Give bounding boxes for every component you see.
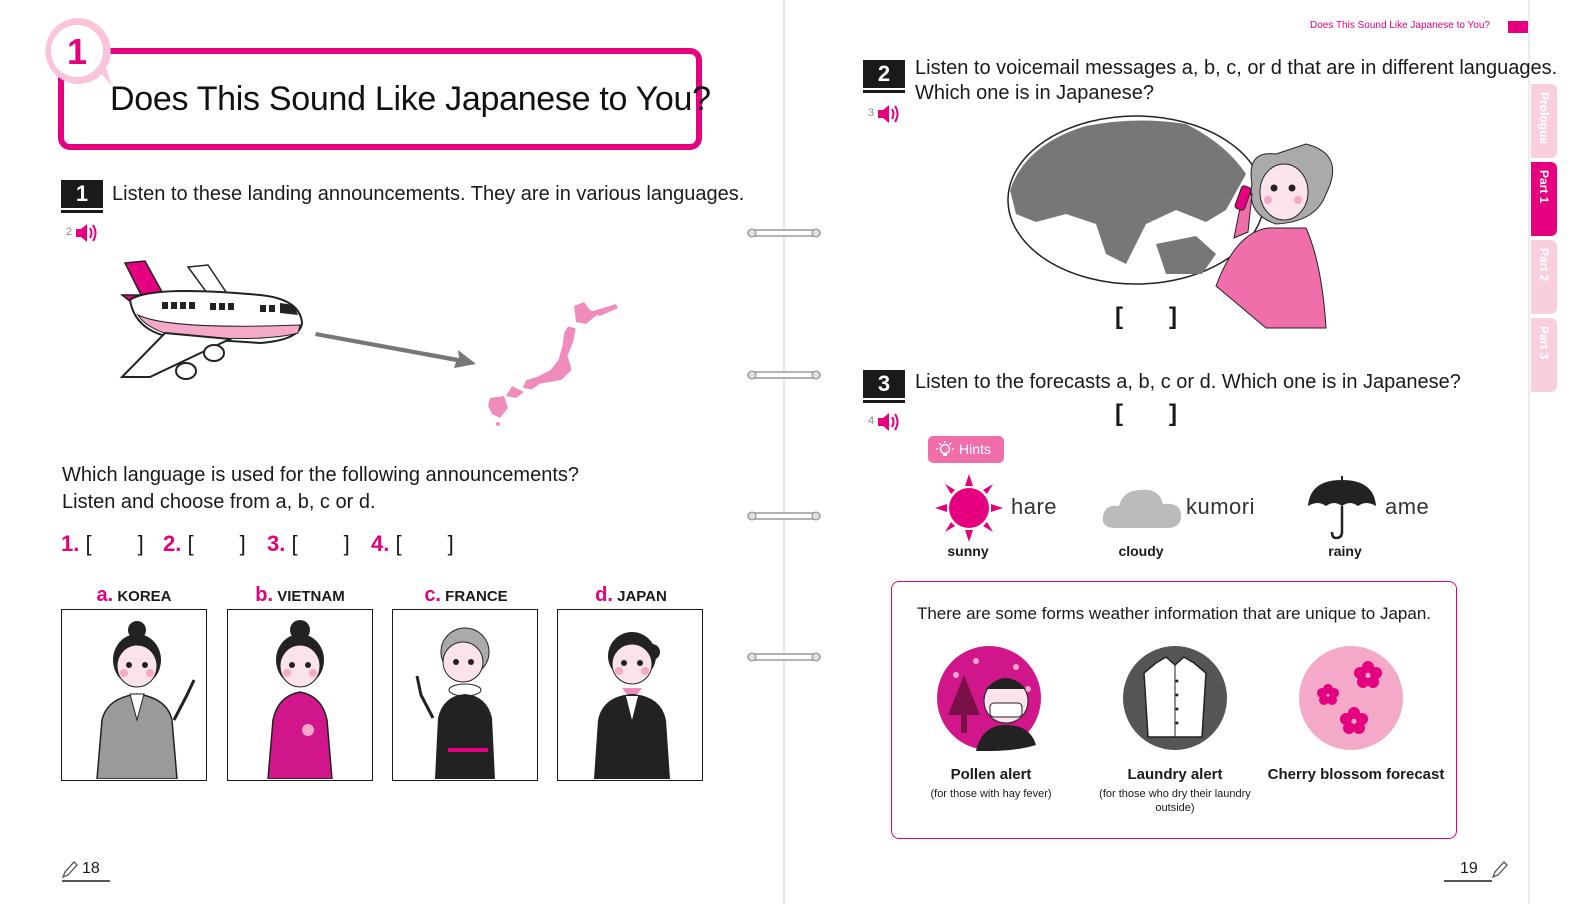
speaker-icon [878,105,899,123]
section-1-instruction: Listen to these landing announcements. T… [112,183,745,205]
hint-caption-rainy: rainy [1328,543,1362,559]
answer-2[interactable]: 2. [] [163,531,246,556]
cloud-icon [1102,489,1181,528]
option-a-korea-attendant[interactable] [61,609,207,781]
tab-part-3[interactable]: Part 3 [1531,318,1557,392]
laundry-alert-icon [1123,646,1227,750]
flight-attendant-icon [96,621,196,780]
section-2-badge: 2 [863,60,905,94]
page-edge [1528,0,1530,904]
woman-figure [1215,143,1334,329]
answer-4[interactable]: 4. [] [371,531,454,556]
pencil-icon [1491,861,1508,879]
cherry-blossom-icon [1299,646,1403,750]
answer-3[interactable]: 3. [] [267,531,350,556]
airplane-illustration [119,260,304,380]
speaker-icon [878,413,899,431]
answer-bracket-2[interactable]: [] [1115,303,1177,330]
section-1-badge: 1 [61,180,103,214]
chapter-number-badge: 1 [45,17,113,86]
hint-word-hare: hare [1011,494,1058,519]
option-d-japan-attendant[interactable] [557,609,703,781]
cherry-blossom-caption: Cherry blossom forecast [1267,766,1445,783]
page-gutter [783,0,785,904]
option-b-vietnam-attendant[interactable] [227,609,373,781]
chapter-title: Does This Sound Like Japanese to You? [110,80,711,118]
tab-prologue[interactable]: Prologue [1531,84,1557,158]
binder-ring [747,511,821,521]
answer-1[interactable]: 1. [] [61,531,144,556]
tab-part-1[interactable]: Part 1 [1531,162,1557,236]
tab-part-2[interactable]: Part 2 [1531,240,1557,314]
umbrella-icon [1308,476,1376,540]
section-2-instruction: Listen to voicemail messages a, b, c, or… [915,57,1558,104]
option-a-label: a. KOREA [96,584,172,606]
chapter-number: 1 [67,31,87,72]
laundry-alert-caption: Laundry alert(for those who dry their la… [1099,766,1251,814]
page-number-left: 18 [82,860,100,877]
pollen-alert-caption: Pollen alert(for those with hay fever) [930,766,1052,800]
running-head: Does This Sound Like Japanese to You? [1310,20,1490,31]
option-c-france-attendant[interactable] [392,609,538,781]
arrow-icon [315,332,476,368]
option-d-label: d. JAPAN [595,584,667,606]
running-head-mark [1508,21,1528,33]
speaker-icon [76,224,97,242]
question-text: Which language is used for the following… [62,464,579,513]
binder-ring [747,370,821,380]
japan-map [488,302,618,426]
hint-word-kumori: kumori [1186,494,1256,519]
binder-ring [747,652,821,662]
pollen-alert-icon [937,646,1041,751]
pencil-icon [61,861,78,879]
section-3-instruction: Listen to the forecasts a, b, c or d. Wh… [915,371,1461,393]
section-3-badge: 3 [863,370,905,404]
chapter-title-box [58,48,702,150]
hint-word-ame: ame [1385,494,1430,519]
option-c-label: c. FRANCE [424,584,508,606]
binder-ring [747,228,821,238]
info-box-title: There are some forms weather information… [916,604,1432,623]
answer-bracket-3[interactable]: [] [1115,400,1177,427]
globe-phone-illustration [1007,115,1334,329]
hint-caption-sunny: sunny [947,543,989,559]
sun-icon [935,474,1003,542]
flight-attendant-icon [267,620,333,780]
flight-attendant-icon [415,627,495,779]
flight-attendant-icon [594,632,670,779]
option-b-label: b. VIETNAM [255,584,345,606]
page-number-right: 19 [1460,860,1478,877]
hints-badge: Hints [928,436,1004,463]
hint-caption-cloudy: cloudy [1118,543,1164,559]
lightbulb-icon [936,441,954,456]
